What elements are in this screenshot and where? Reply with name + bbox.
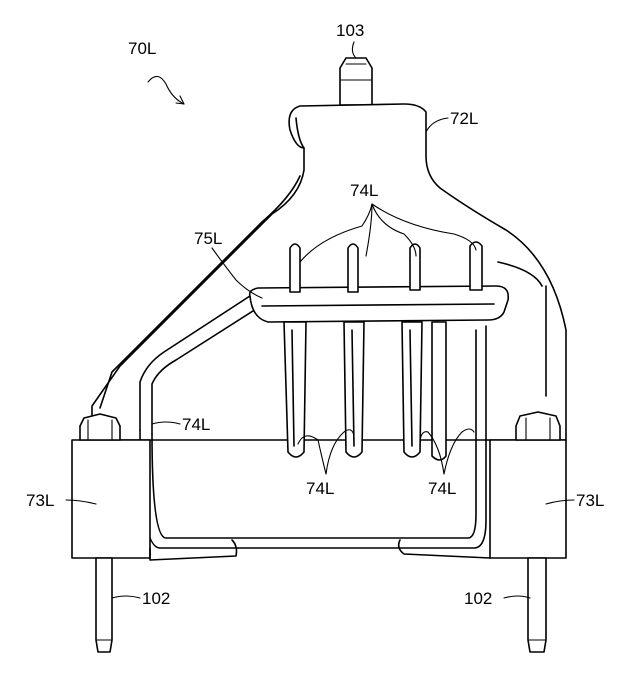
bolt-heads — [79, 411, 561, 441]
label-72L: 72L — [450, 109, 478, 128]
connecting-rib — [248, 285, 510, 323]
label-75L: 75L — [194, 229, 222, 248]
label-74L-left: 74L — [182, 415, 210, 434]
upper-ribs — [289, 241, 483, 293]
label-74L-upper: 74L — [350, 181, 378, 200]
reference-labels: 70L 103 72L 74L 75L 74L 74L 74L 73L 73L … — [26, 21, 604, 608]
housing-outline — [91, 103, 567, 441]
label-102-right: 102 — [464, 589, 492, 608]
label-73L-left: 73L — [26, 491, 54, 510]
label-102-left: 102 — [142, 589, 170, 608]
label-70L: 70L — [128, 39, 156, 58]
label-103: 103 — [336, 21, 364, 40]
flanges — [71, 439, 567, 561]
label-73L-right: 73L — [576, 491, 604, 510]
lower-ribs — [283, 321, 447, 461]
bottom-studs — [95, 557, 547, 653]
label-74L-lower-left: 74L — [306, 479, 334, 498]
leader-lines — [65, 41, 575, 599]
top-stud — [339, 57, 373, 106]
label-74L-lower-right: 74L — [428, 479, 456, 498]
